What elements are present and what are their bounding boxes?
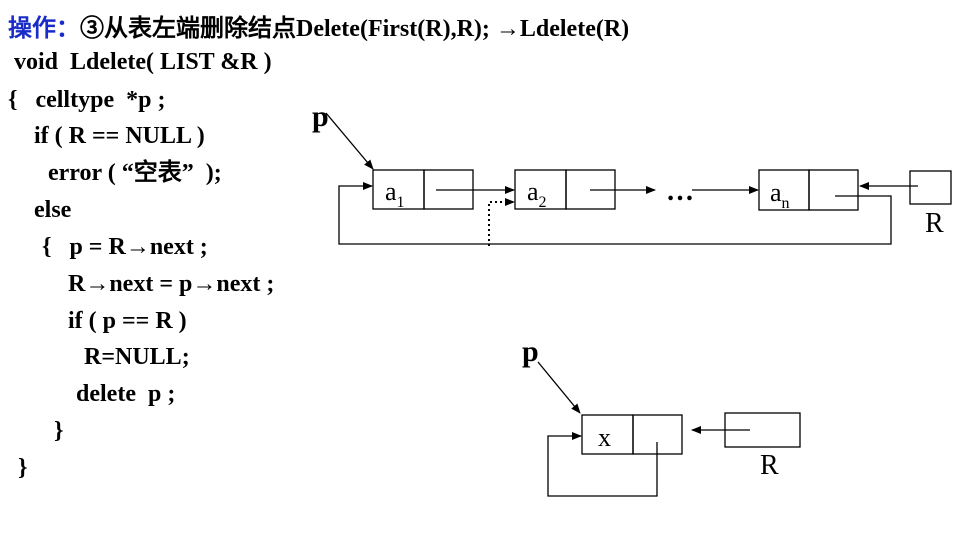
new-link-dotted bbox=[488, 198, 515, 246]
r-label: R bbox=[760, 450, 779, 481]
code-line: delete p ; bbox=[76, 381, 176, 407]
single-node-diagram: p x R bbox=[522, 335, 801, 497]
node-data-label: x bbox=[598, 423, 611, 452]
title-label: 操作： bbox=[8, 16, 80, 42]
node-data-label: a1 bbox=[385, 177, 405, 211]
pointer-p-label: p bbox=[312, 100, 329, 133]
pointer-p-arrow bbox=[325, 112, 374, 170]
self-loop-link bbox=[547, 432, 658, 497]
r-pointer-box bbox=[909, 170, 952, 205]
code-line: if ( p == R ) bbox=[68, 308, 187, 334]
code-line: } bbox=[54, 418, 64, 444]
code-line: else bbox=[34, 197, 72, 223]
ellipsis-label: … bbox=[666, 176, 694, 207]
code-line: R=NULL; bbox=[84, 344, 190, 370]
circular-back-link bbox=[338, 182, 892, 245]
node-data-label: a2 bbox=[527, 177, 547, 211]
slide-title: 操作：③从表左端删除结点Delete(First(R),R); →Ldelete… bbox=[8, 8, 629, 43]
list-node-a1: a1 bbox=[372, 169, 474, 211]
circular-list-diagram: p a1 a2 … an R bbox=[312, 100, 952, 246]
r-label: R bbox=[925, 208, 944, 239]
pointer-p-label: p bbox=[522, 335, 539, 368]
node-data-label: an bbox=[770, 178, 790, 212]
list-node-x: x bbox=[581, 414, 683, 455]
code-line: error ( “空表” ); bbox=[48, 160, 222, 186]
list-node-an: an bbox=[758, 169, 859, 212]
pointer-p-arrow bbox=[537, 361, 581, 414]
code-line: void Ldelete( LIST &R ) bbox=[14, 49, 272, 75]
code-line: } bbox=[18, 455, 28, 481]
title-text: ③从表左端删除结点Delete(First(R),R); →Ldelete(R) bbox=[80, 16, 630, 42]
code-line: { celltype *p ; bbox=[8, 87, 166, 113]
code-line: if ( R == NULL ) bbox=[34, 123, 205, 149]
code-line: { p = R→next ; bbox=[42, 234, 208, 260]
code-line: R→next = p→next ; bbox=[68, 271, 275, 297]
